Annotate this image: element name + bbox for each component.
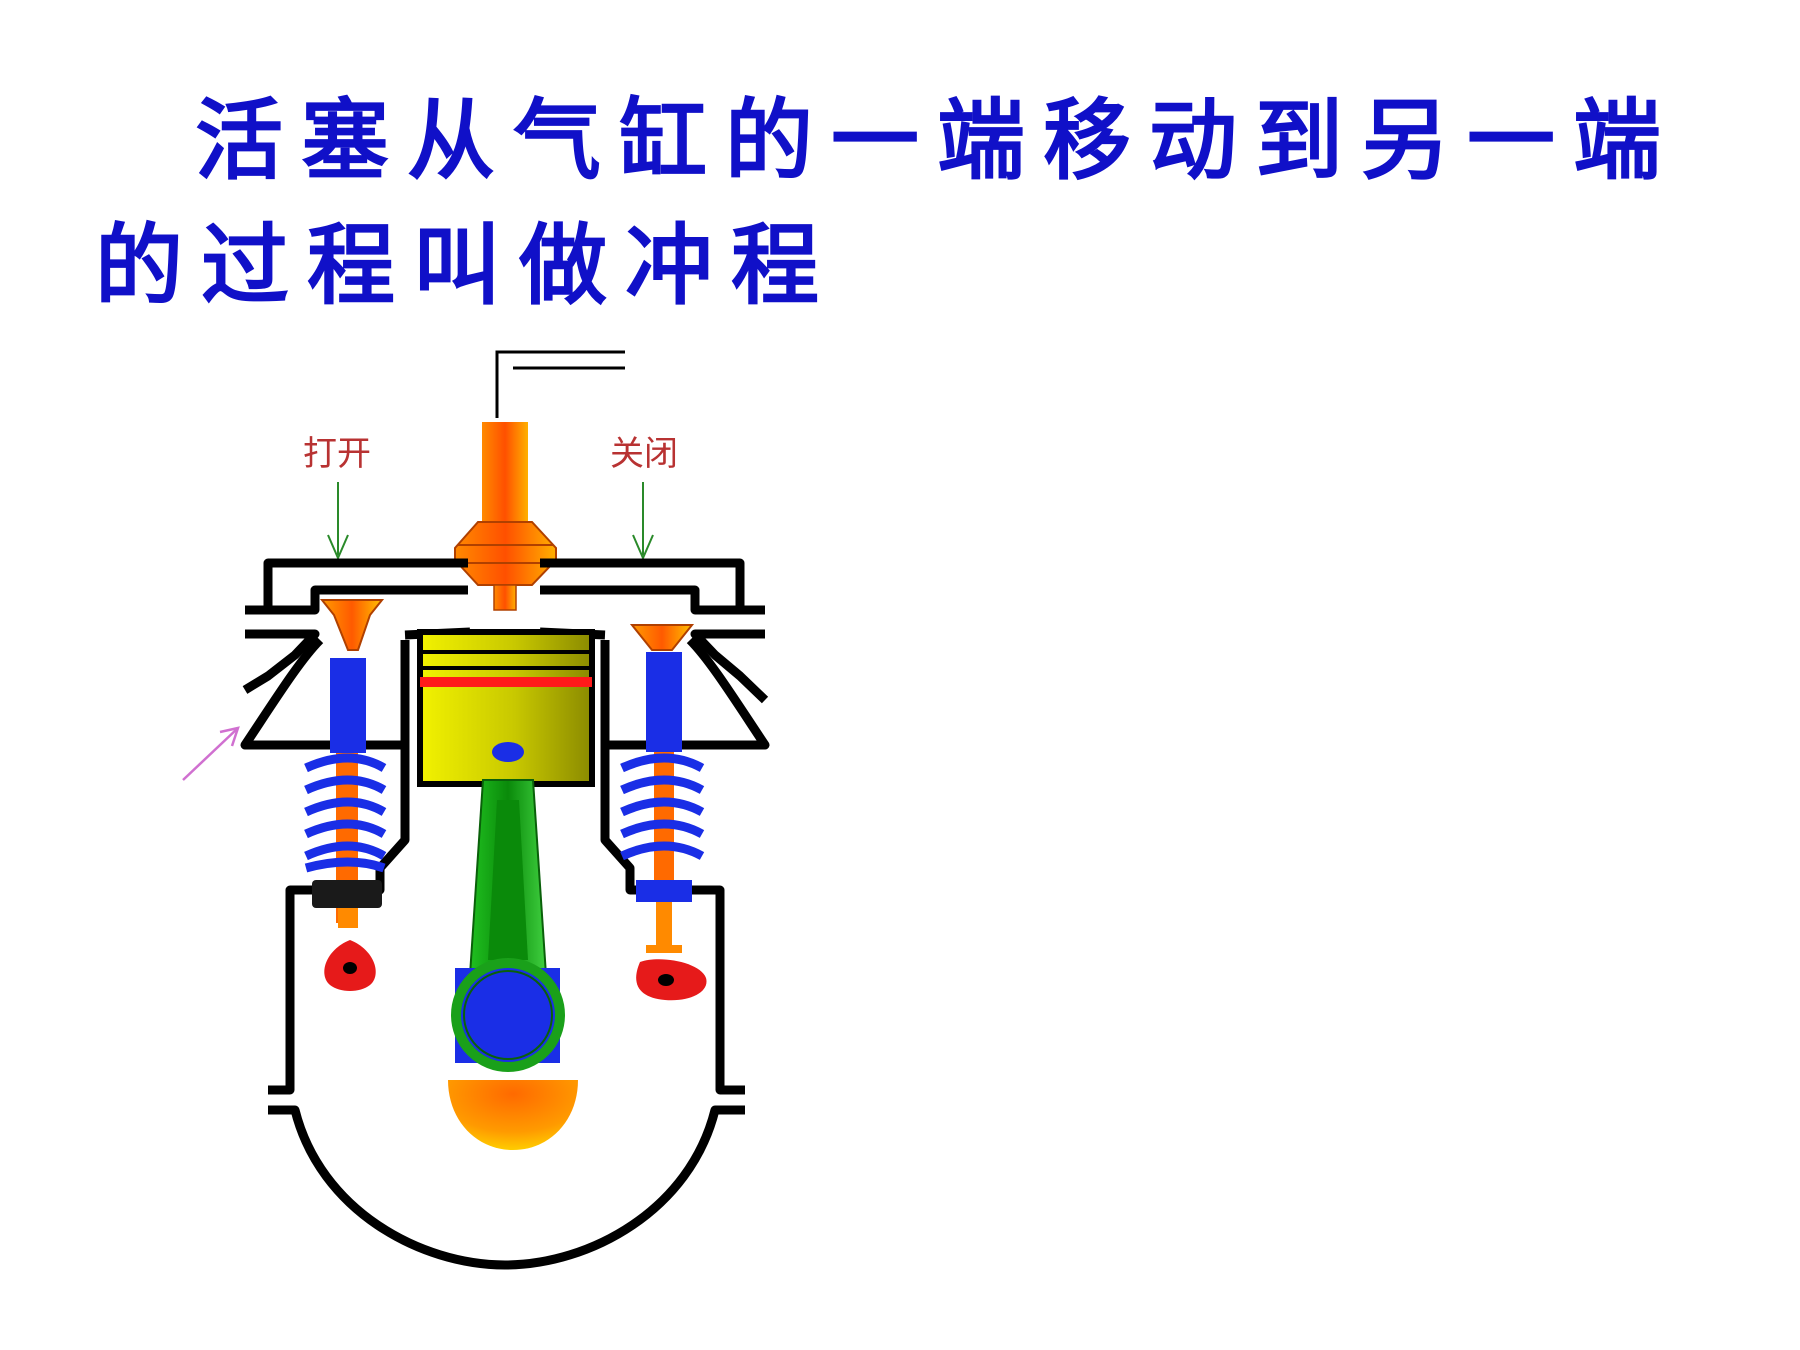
exhaust-close-arrow <box>632 482 654 561</box>
crankshaft <box>448 958 578 1150</box>
exhaust-valve <box>620 624 707 1001</box>
crank-counterweight <box>448 1080 578 1150</box>
title-line-1: 活塞从气缸的一端移动到另一端 <box>195 88 1680 192</box>
intake-flow-arrow <box>182 726 240 781</box>
exhaust-valve-spring <box>620 753 705 861</box>
piston-pin <box>492 742 524 762</box>
title-line-2: 的过程叫做冲程 <box>95 213 838 317</box>
intake-valve-spring <box>304 753 387 873</box>
intake-open-arrow <box>327 482 349 561</box>
intake-valve <box>304 599 387 991</box>
cylinder-head <box>240 558 770 750</box>
intake-valve-label: 打开 <box>303 434 371 474</box>
slide-title: 活塞从气缸的一端移动到另一端 的过程叫做冲程 <box>0 0 1800 317</box>
connecting-rod <box>468 779 548 976</box>
spark-plug <box>454 350 625 611</box>
piston <box>417 629 595 787</box>
exhaust-valve-label: 关闭 <box>610 434 678 474</box>
piston-ring <box>420 677 592 687</box>
